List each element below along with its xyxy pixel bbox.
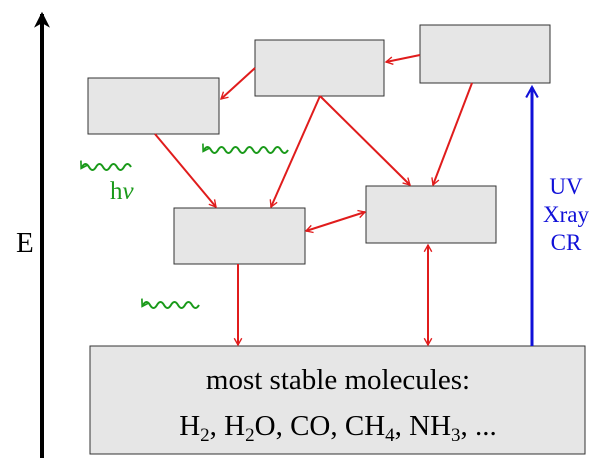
transition-arrow-topright-to-topcenter xyxy=(384,54,421,65)
energy-axis-label: E xyxy=(16,227,34,259)
level-box-upper-left xyxy=(87,77,220,135)
transition-arrow-topcenter-to-middleright xyxy=(319,95,411,186)
molecule-nh3: NH3, xyxy=(409,410,475,446)
level-box-middle-right xyxy=(365,185,497,244)
molecule-ch4: CH4, xyxy=(345,410,409,446)
excitation-source-uv: UV xyxy=(549,174,583,199)
molecule-co: CO, xyxy=(290,410,345,442)
photon-label: hν xyxy=(110,178,135,205)
excitation-source-xray: Xray xyxy=(543,202,589,227)
photon-emission-left xyxy=(80,160,132,171)
photon-emission-lower xyxy=(141,298,200,309)
excitation-source-cr: CR xyxy=(551,230,582,255)
level-box-top-center xyxy=(254,39,385,97)
transition-arrow-upperleft-to-middleleft xyxy=(154,133,217,209)
molecule-h2: H2, xyxy=(179,410,224,446)
photon-emission-middle xyxy=(202,143,289,154)
transition-arrow-topcenter-to-upperleft xyxy=(219,67,256,100)
molecule-list-ellipsis: ... xyxy=(475,410,497,442)
level-box-middle-left xyxy=(173,207,306,265)
transition-arrow-topcenter-to-middleleft xyxy=(269,95,321,209)
molecule-h2o: H2O, xyxy=(224,410,290,446)
level-box-top-right xyxy=(419,24,551,84)
transition-arrow-middleleft-middleright xyxy=(304,209,367,234)
ground-state-box xyxy=(89,345,586,455)
ground-state-title: most stable molecules: xyxy=(206,364,470,396)
molecule-list: H2, H2O, CO, CH4, NH3, ... xyxy=(179,410,497,446)
transition-arrow-topright-to-middleright xyxy=(431,82,473,187)
